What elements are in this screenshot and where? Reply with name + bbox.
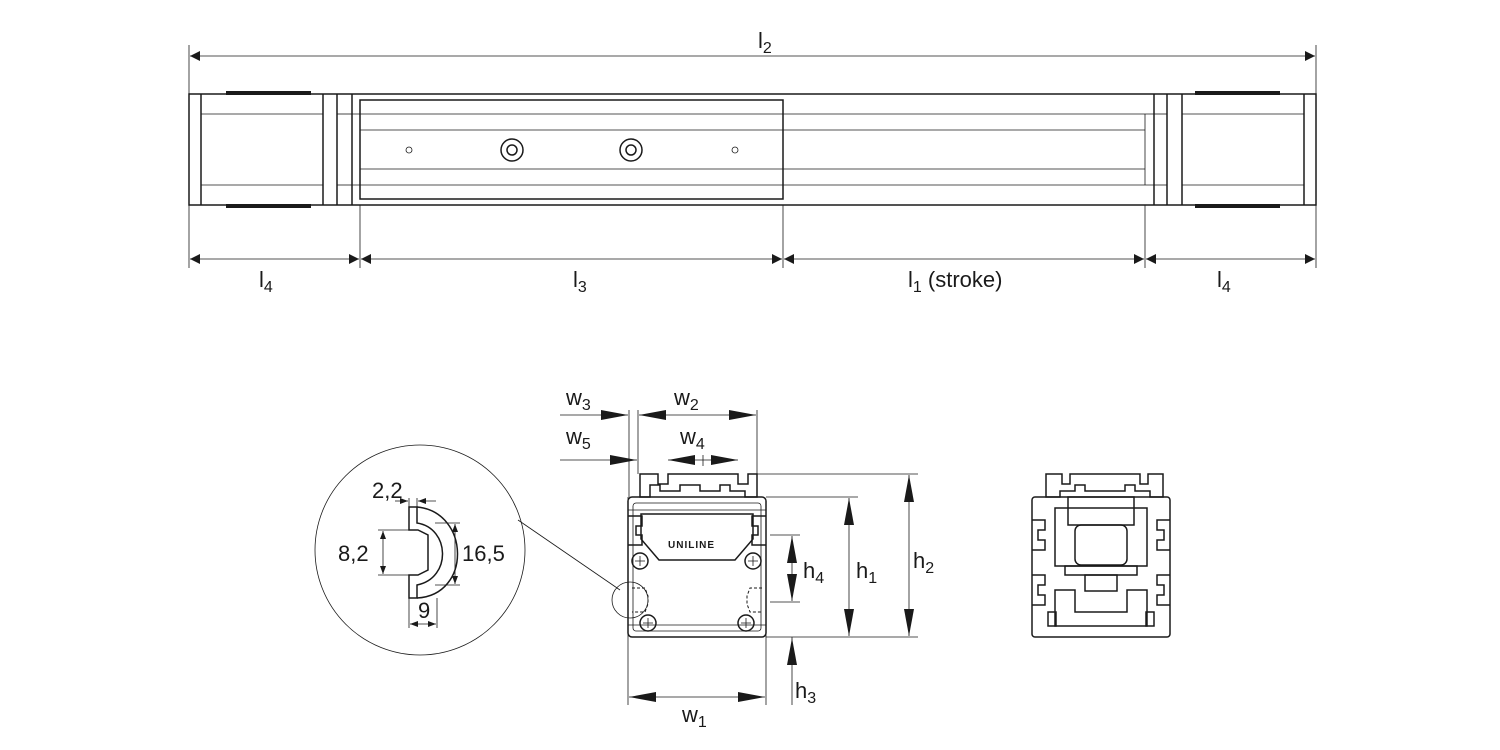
l2-label: l2 [758, 28, 772, 57]
detail-circle [314, 444, 526, 656]
w2-label: w2 [673, 385, 699, 414]
w1-label: w1 [681, 702, 707, 731]
dim-8-2: 8,2 [338, 541, 369, 566]
carriage [359, 99, 784, 200]
uniline-logo: UNILINE [668, 540, 715, 551]
screw-icon [744, 552, 762, 570]
dim-16-5: 16,5 [462, 541, 505, 566]
w5-label: w5 [565, 424, 591, 453]
dim-2-2: 2,2 [372, 478, 403, 503]
section-view [1031, 473, 1171, 638]
l3-label: l3 [573, 267, 587, 296]
h4-label: h4 [803, 558, 824, 587]
h1-label: h1 [856, 558, 877, 587]
slot-profile [408, 506, 444, 599]
screw-icon [631, 552, 649, 570]
detail-view: 2,2 8,2 16,5 9 [314, 444, 649, 656]
top-view: l2 [188, 28, 1317, 296]
w4-label: w4 [679, 424, 705, 453]
front-view: UNILINE w3 [560, 385, 934, 731]
h3-label: h3 [795, 678, 816, 707]
screw-icon [737, 614, 755, 632]
axis-body [188, 93, 1317, 206]
dim-9: 9 [418, 598, 430, 623]
l4-right-label: l4 [1217, 267, 1231, 296]
detail-reference-circle [611, 581, 649, 619]
l4-left-label: l4 [259, 267, 273, 296]
section-outline [1031, 496, 1171, 638]
w3-label: w3 [565, 385, 591, 414]
profile-body [627, 496, 767, 638]
carriage-top-profile [639, 473, 758, 498]
l1-label: l1 (stroke) [908, 267, 1002, 296]
h2-label: h2 [913, 548, 934, 577]
screw-icon [639, 614, 657, 632]
